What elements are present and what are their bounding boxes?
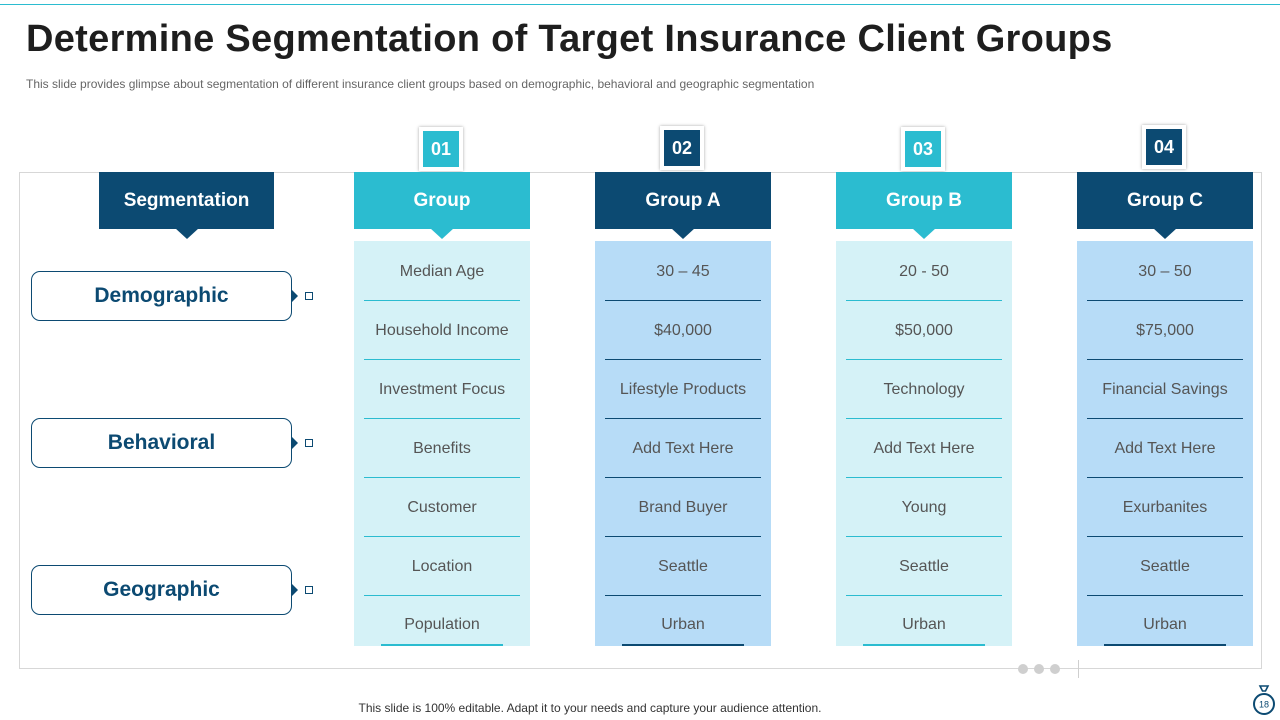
table-cell: Seattle [1087,537,1243,596]
column-header-arrow [430,228,454,239]
table-cell: Add Text Here [846,419,1002,478]
segment-demographic[interactable]: Demographic [31,271,298,321]
column-header-group: Group [354,172,530,239]
table-cell: Customer [364,478,520,537]
table-cell: Urban [902,616,946,633]
column-header-label: Group [413,189,471,211]
column-header-group-c: Group C [1077,172,1253,239]
segmentation-header-label: Segmentation [123,189,250,211]
column-body-group-a: 30 – 45 $40,000 Lifestyle Products Add T… [595,241,771,646]
column-header-group-b: Group B [836,172,1012,239]
table-cell: Add Text Here [1087,419,1243,478]
column-header-label: Group B [886,189,962,211]
table-cell: Urban [1143,616,1187,633]
table-cell: Technology [846,360,1002,419]
table-cell: 30 – 50 [1087,242,1243,301]
table-cell: Location [364,537,520,596]
divider-line [1078,660,1079,678]
segment-behavioral[interactable]: Behavioral [31,418,298,468]
slide-title: Determine Segmentation of Target Insuran… [26,18,1113,60]
dot-icon [1018,664,1028,674]
group-number-box: 03 [901,127,945,171]
table-cell: Add Text Here [605,419,761,478]
pill-pointer [291,289,298,303]
slide-footer: This slide is 100% editable. Adapt it to… [358,701,822,715]
column-foot-line [381,644,503,646]
dot-icon [1034,664,1044,674]
segment-label: Geographic [103,578,220,601]
money-bag-icon: 18 [1253,685,1275,715]
pill-pointer [291,436,298,450]
column-body-group-c: 30 – 50 $75,000 Financial Savings Add Te… [1077,241,1253,646]
column-header-arrow [1153,228,1177,239]
table-cell: Exurbanites [1087,478,1243,537]
column-foot-line [1104,644,1226,646]
slide-subtitle: This slide provides glimpse about segmen… [26,77,815,91]
table-cell: Urban [661,616,705,633]
table-cell: $75,000 [1087,301,1243,360]
table-cell: Benefits [364,419,520,478]
column-body-group-b: 20 - 50 $50,000 Technology Add Text Here… [836,241,1012,646]
segment-label: Behavioral [107,431,216,454]
group-number: 03 [905,131,941,167]
group-number: 04 [1146,129,1182,165]
table-cell: $40,000 [605,301,761,360]
column-header-label: Group C [1127,189,1203,211]
table-cell: Lifestyle Products [605,360,761,419]
column-header-label: Group A [645,189,721,211]
dot-icon [1050,664,1060,674]
decorative-dots [1018,664,1060,674]
pill-pointer [291,583,298,597]
group-number-box: 01 [419,127,463,171]
table-cell: Young [846,478,1002,537]
page-number: 18 [1259,700,1269,710]
column-header-group-a: Group A [595,172,771,239]
table-cell: 20 - 50 [846,242,1002,301]
table-cell: Population [404,616,480,633]
table-cell: Brand Buyer [605,478,761,537]
table-cell: Median Age [364,242,520,301]
connector-square [305,586,313,594]
segment-geographic[interactable]: Geographic [31,565,298,615]
segment-label: Demographic [94,284,229,307]
group-number: 02 [664,130,700,166]
table-cell: Financial Savings [1087,360,1243,419]
segmentation-header: Segmentation [99,172,274,239]
column-header-arrow [912,228,936,239]
table-cell: Seattle [605,537,761,596]
table-cell: Household Income [364,301,520,360]
top-accent-line [0,4,1280,5]
table-cell: $50,000 [846,301,1002,360]
segmentation-header-arrow [174,228,199,239]
group-number: 01 [423,131,459,167]
column-foot-line [622,644,744,646]
column-body-group: Median Age Household Income Investment F… [354,241,530,646]
connector-square [305,292,313,300]
table-cell: 30 – 45 [605,242,761,301]
column-foot-line [863,644,985,646]
table-cell: Investment Focus [364,360,520,419]
group-number-box: 04 [1142,125,1186,169]
column-header-arrow [671,228,695,239]
table-cell: Seattle [846,537,1002,596]
connector-square [305,439,313,447]
group-number-box: 02 [660,126,704,170]
